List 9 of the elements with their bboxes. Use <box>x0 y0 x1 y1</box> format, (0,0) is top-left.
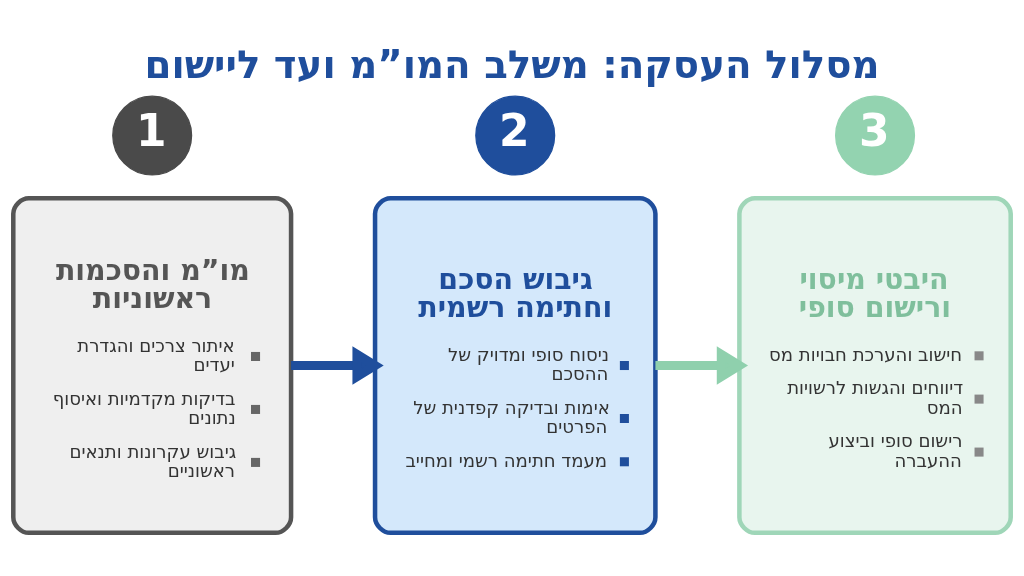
node-box: מו”מ והסכמות ראשוניות איתור צרכים והגדרת יעדים בדיקות מקדמיות ואיסוף נתונים גיבוש עקרונות ותנאים ראשוניים <box>11 195 294 536</box>
node-box: גיבוש הסכם וחתימה רשמית ניסוח סופי ומדויק של ההסכם אימות ובדיקה קפדנית של הפרטים מעמד חתימה רשמי ומחייב <box>372 195 658 536</box>
node-box: היבטי מיסוי ורישום סופי חישוב והערכת חבויות מס דיווחים והגשות לרשויות המס רישום סופי וביצוע ההעברה <box>737 195 1013 536</box>
arrow <box>655 346 749 385</box>
node-circle: 1 <box>112 95 193 176</box>
arrow <box>291 346 384 385</box>
node-circle: 3 <box>835 95 916 176</box>
node-circle: 2 <box>475 95 556 176</box>
diagram-title: מסלול העסקה: משלב המו”מ ועד ליישום <box>144 42 880 88</box>
